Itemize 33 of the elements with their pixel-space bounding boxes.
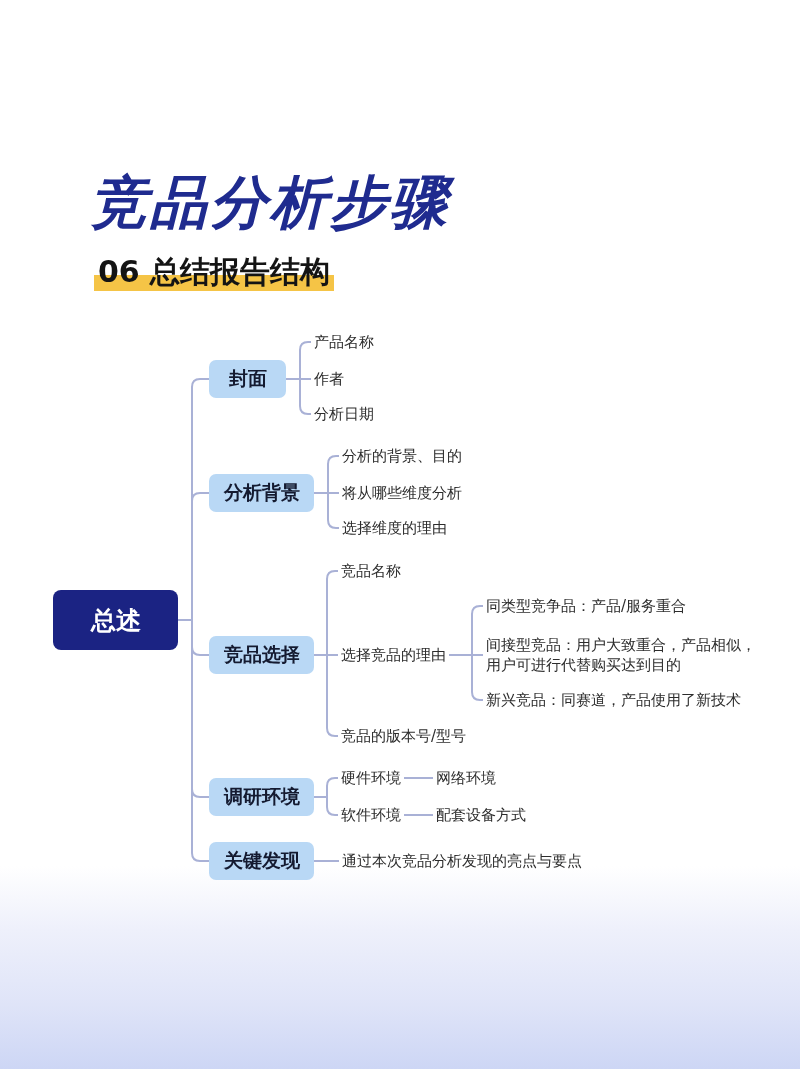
topic-box: 总述 (53, 590, 178, 650)
title: 竞品分析步骤 (86, 164, 466, 240)
leaf-label: 软件环境 (338, 805, 404, 825)
leaf-label: 分析的背景、目的 (339, 446, 465, 466)
connector-line (313, 860, 340, 862)
leaf-label: 通过本次竞品分析发现的亮点与要点 (339, 851, 585, 871)
leaf-label: 间接型竞品：用户大致重合，产品相似，用户可进行代替购买达到目的 (483, 635, 763, 675)
leaf-label: 将从哪些维度分析 (339, 483, 465, 503)
leaf-label: 硬件环境 (338, 768, 404, 788)
connector-line (313, 777, 339, 816)
leaf-label: 网络环境 (433, 768, 499, 788)
connector-line (177, 378, 210, 862)
subtopic-box: 分析背景 (209, 474, 314, 512)
subtopic-box: 关键发现 (209, 842, 314, 880)
connector-line (313, 570, 339, 737)
subtopic-box: 调研环境 (209, 778, 314, 816)
connector-line (403, 777, 434, 779)
leaf-label: 作者 (311, 369, 347, 389)
leaf-label: 配套设备方式 (433, 805, 529, 825)
leaf-label: 竞品的版本号/型号 (338, 726, 470, 746)
leaf-label: 选择竞品的理由 (338, 645, 449, 665)
leaf-label: 竞品名称 (338, 561, 404, 581)
subtopic-box: 竞品选择 (209, 636, 314, 674)
leaf-label: 分析日期 (311, 404, 377, 424)
connector-line (313, 455, 340, 529)
subtopic-box: 封面 (209, 360, 286, 398)
connector-line (285, 341, 312, 415)
leaf-label: 新兴竞品：同赛道，产品使用了新技术 (483, 690, 744, 710)
leaf-label: 产品名称 (311, 332, 377, 352)
connector-line (403, 814, 434, 816)
leaf-label: 选择维度的理由 (339, 518, 450, 538)
leaf-label: 同类型竞争品：产品/服务重合 (483, 596, 690, 616)
connector-line (448, 605, 484, 701)
